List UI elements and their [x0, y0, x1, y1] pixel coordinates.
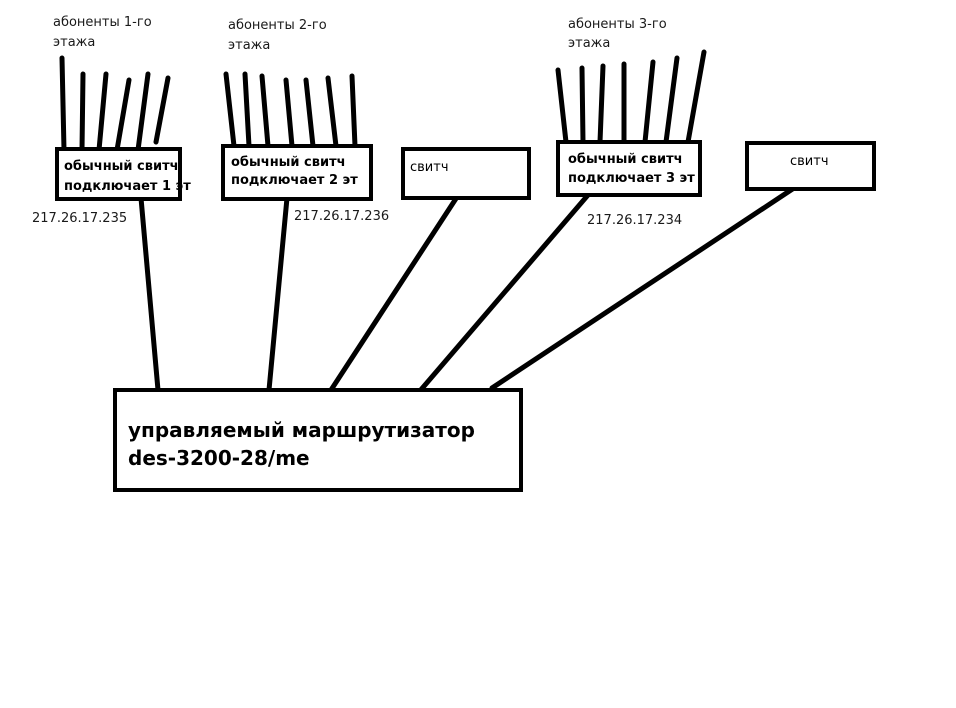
- floor-1-subscriber-lines: [59, 55, 171, 153]
- floor-2-subscriber-lines: [223, 71, 358, 149]
- svg-text:обычный свитч: обычный свитч: [231, 155, 346, 170]
- svg-text:обычный свитч: обычный свитч: [568, 152, 683, 167]
- managed-router: управляемый маршрутизатор des-3200-28/me: [113, 388, 523, 492]
- svg-text:абоненты 3-го: абоненты 3-го: [568, 17, 667, 32]
- floor-3-subscriber-lines: [555, 49, 707, 145]
- svg-text:этажа: этажа: [53, 35, 95, 50]
- uplink-lines: [138, 185, 797, 395]
- router-model: des-3200-28/me: [128, 446, 310, 470]
- floor-1-label: абоненты 1-го этажа: [53, 15, 152, 50]
- switch-plain-2: свитч: [745, 141, 876, 191]
- svg-text:подключает 2 эт: подключает 2 эт: [231, 173, 358, 188]
- svg-text:подключает 1 эт: подключает 1 эт: [64, 179, 191, 194]
- svg-text:свитч: свитч: [790, 154, 829, 169]
- svg-text:подключает 3 эт: подключает 3 эт: [568, 171, 695, 186]
- svg-text:обычный свитч: обычный свитч: [64, 159, 179, 174]
- switch-floor-3: обычный свитч подключает 3 эт: [556, 140, 702, 197]
- svg-text:абоненты 1-го: абоненты 1-го: [53, 15, 152, 30]
- svg-text:этажа: этажа: [568, 36, 610, 51]
- svg-text:свитч: свитч: [410, 160, 449, 175]
- router-title: управляемый маршрутизатор: [128, 418, 475, 442]
- switch-floor-1-ip: 217.26.17.235: [32, 211, 127, 226]
- floor-3-label: абоненты 3-го этажа: [568, 17, 667, 51]
- switch-floor-1: обычный свитч подключает 1 эт: [55, 147, 191, 201]
- svg-text:этажа: этажа: [228, 38, 270, 53]
- svg-text:абоненты 2-го: абоненты 2-го: [228, 18, 327, 33]
- switch-floor-2-ip: 217.26.17.236: [294, 209, 389, 224]
- switch-floor-3-ip: 217.26.17.234: [587, 213, 682, 228]
- switch-plain-1: свитч: [401, 147, 531, 200]
- floor-2-label: абоненты 2-го этажа: [228, 18, 327, 53]
- switch-floor-2: обычный свитч подключает 2 эт: [221, 144, 373, 201]
